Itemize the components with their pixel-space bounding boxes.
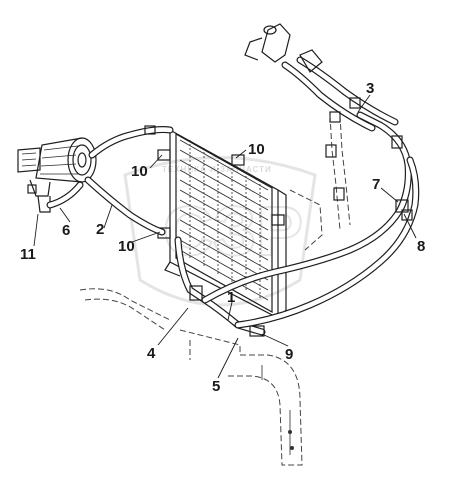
condenser-bracket [231,154,245,166]
watermark-letters: СЗР [163,192,303,270]
callout-3: 3 [366,80,374,97]
callout-7: 7 [372,176,380,193]
callout-5: 5 [212,378,220,395]
frame-hole [288,430,292,434]
watermark-logo: СЗР ТЕХНИКА И ЗАПЧАСТИ [123,156,317,307]
hose-2 [88,125,174,159]
condenser-fins [179,139,269,301]
frame-rail [79,288,303,466]
callout-10-left: 10 [131,163,148,180]
callout-6: 6 [62,222,70,239]
watermark-shield [123,156,317,307]
callout-2: 2 [96,221,104,238]
condenser-bracket [157,149,171,161]
leader-lines [33,94,417,379]
condenser-bracket [271,214,285,226]
callout-9: 9 [285,346,293,363]
hose-6 [46,176,166,236]
callout-10-lower: 10 [118,238,135,255]
callout-1: 1 [227,289,235,306]
receiver-drier [189,285,203,301]
dashed-pipes [289,114,351,251]
evaporator-pipes [244,23,403,149]
callout-8: 8 [417,238,425,255]
compressor-fitting [27,184,37,194]
callouts: 3 7 8 1 4 5 9 2 6 11 10 10 10 [20,80,425,395]
watermark-text: ТЕХНИКА И ЗАПЧАСТИ [162,165,272,174]
frame-hole [290,446,294,450]
condenser [157,128,287,319]
callout-10-top: 10 [248,141,265,158]
evaporator-hoses [201,111,420,329]
hose-clamp [249,325,265,337]
callout-4: 4 [147,345,156,362]
callout-11: 11 [20,246,36,263]
